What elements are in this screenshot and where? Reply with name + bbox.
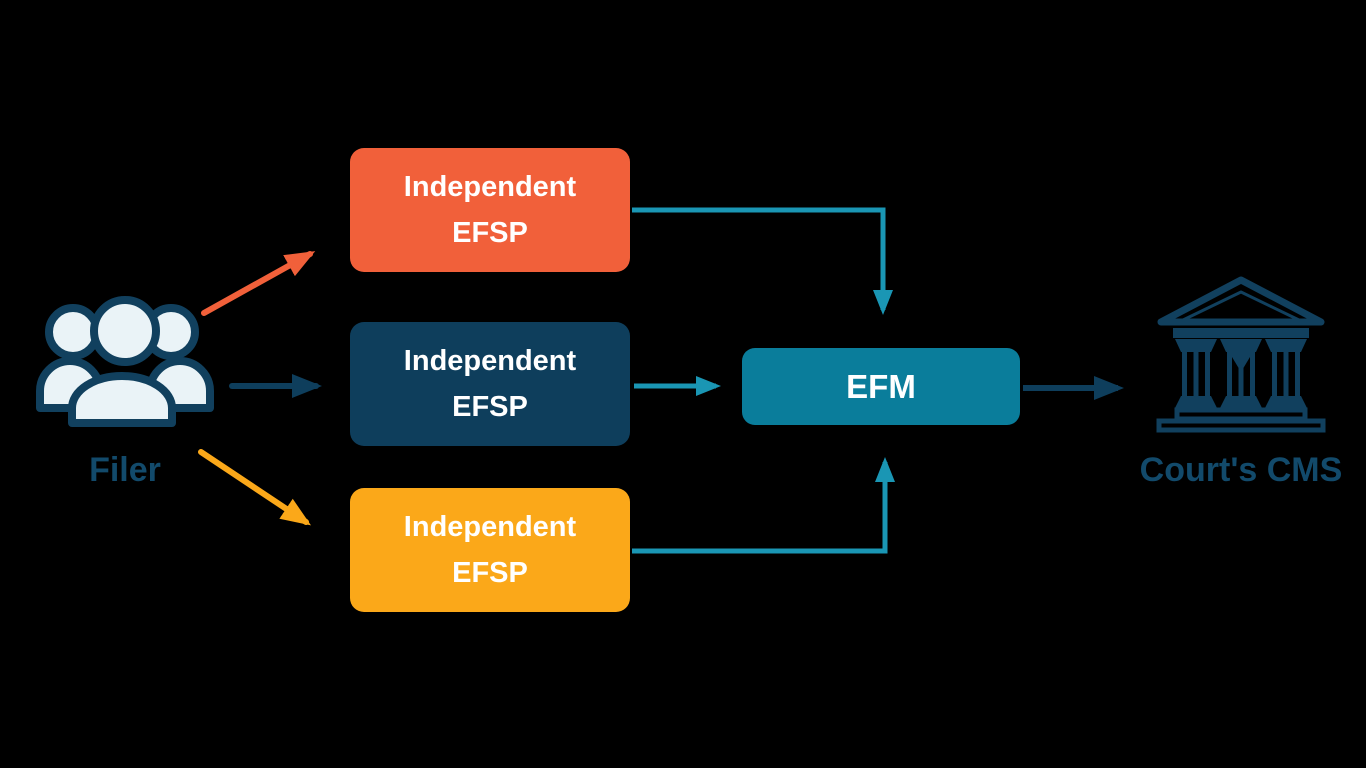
courthouse-columns [1182, 352, 1300, 396]
filer-node: Filer [28, 288, 222, 490]
courthouse-base [1220, 396, 1262, 408]
arrow-efsp-yellow-to-efm [632, 457, 895, 554]
efsp-label-line2: EFSP [452, 557, 528, 589]
courthouse-base [1265, 396, 1307, 408]
user-head-center [90, 296, 160, 366]
efsp-label-line1: Independent [403, 345, 577, 377]
efsp-label-line2: EFSP [452, 391, 528, 423]
courthouse-entablature [1173, 328, 1309, 338]
efsp-label-line1: Independent [403, 171, 577, 203]
users-group-icon [36, 296, 214, 427]
courthouse-capital [1175, 339, 1217, 352]
efsp-label-line1: Independent [403, 511, 577, 543]
efsp-label-line2: EFSP [452, 217, 528, 249]
user-head-left [45, 304, 101, 360]
courthouse-icon [1156, 276, 1326, 433]
courthouse-pediment-inner [1181, 290, 1301, 322]
efm-label: EFM [846, 367, 916, 405]
user-torso-center [68, 372, 176, 427]
courthouse-pediment [1157, 276, 1325, 326]
courthouse-step-lower [1156, 418, 1326, 433]
courthouse-capital [1220, 339, 1262, 352]
arrow-efsp-orange-to-efm [632, 207, 893, 315]
courthouse-capital [1265, 339, 1307, 352]
courthouse-step-upper [1174, 407, 1308, 422]
court-cms-label: Court's CMS [1139, 451, 1343, 489]
courthouse-base [1175, 396, 1217, 408]
efm-box: EFM [742, 348, 1020, 425]
efsp-box-orange: Independent EFSP [350, 148, 630, 272]
court-cms-node: Court's CMS [1135, 276, 1347, 490]
efsp-box-yellow: Independent EFSP [350, 488, 630, 612]
efsp-box-navy: Independent EFSP [350, 322, 630, 446]
filer-label: Filer [89, 451, 161, 489]
